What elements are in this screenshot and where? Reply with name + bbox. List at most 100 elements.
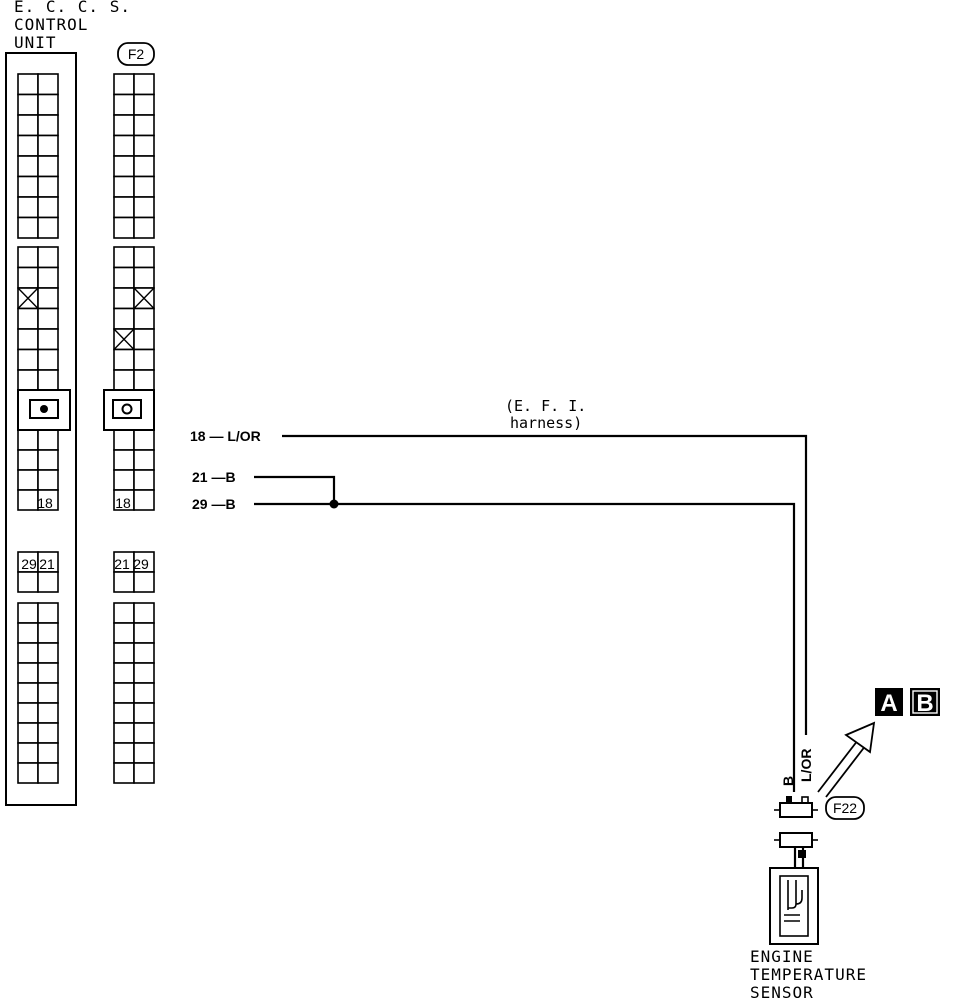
connector-cavity <box>113 622 135 644</box>
connector-cavity <box>113 307 135 330</box>
connector-cavity <box>113 571 135 593</box>
ecu-title: E. C. C. S. CONTROL UNIT <box>14 0 130 52</box>
connector-cavity <box>133 642 155 664</box>
sensor-title-line-1: ENGINE <box>750 947 814 966</box>
connector-cavity <box>133 702 155 724</box>
connector-cavity <box>113 702 135 724</box>
connector-cavity <box>37 489 59 511</box>
connector-cavity <box>133 762 155 784</box>
connector-cavity <box>113 134 135 157</box>
ecu-pin-29: 29 <box>21 556 37 572</box>
connector-cavity <box>17 155 39 178</box>
connector-cavity <box>17 571 39 593</box>
sensor-wire-b-label: B <box>780 776 796 786</box>
connector-cavity <box>133 622 155 644</box>
connector-cavity <box>133 216 155 239</box>
connector-cavity <box>17 469 39 491</box>
connector-cavity <box>133 93 155 116</box>
connector-cavity <box>133 449 155 471</box>
sensor-title: ENGINE TEMPERATURE SENSOR <box>750 947 867 1000</box>
wire-29-b <box>254 502 796 792</box>
connector-cavity <box>113 742 135 764</box>
connector-cavity <box>17 682 39 704</box>
connector-cavity <box>113 642 135 664</box>
connector-cavity <box>133 155 155 178</box>
splice-junction <box>329 499 339 509</box>
connector-cavity <box>113 196 135 219</box>
reference-badge-a: A <box>875 688 903 717</box>
connector-cavity <box>37 662 59 684</box>
connector-cavity <box>17 266 39 289</box>
connector-cavity <box>17 369 39 392</box>
connector-cavity <box>113 722 135 744</box>
connector-cavity <box>113 469 135 491</box>
sensor-title-line-2: TEMPERATURE <box>750 965 867 984</box>
connector-cavity <box>37 742 59 764</box>
connector-cavity <box>133 429 155 451</box>
connector-f22 <box>774 796 818 848</box>
connector-f2-tag: F2 <box>117 42 155 66</box>
f2-pin-18: 18 <box>115 495 131 511</box>
connector-cavity <box>133 682 155 704</box>
connector-cavity <box>113 155 135 178</box>
connector-cavity <box>113 287 135 310</box>
connector-cavity <box>17 348 39 371</box>
connector-cavity <box>133 469 155 491</box>
reference-arrow <box>817 721 876 798</box>
connector-cavity <box>113 682 135 704</box>
connector-cavity <box>113 429 135 451</box>
connector-cavity <box>133 602 155 624</box>
connector-cavity <box>37 369 59 392</box>
connector-cavity <box>37 348 59 371</box>
connector-cavity <box>17 73 39 96</box>
connector-cavity <box>113 73 135 96</box>
connector-cavity <box>113 348 135 371</box>
connector-cavity <box>133 489 155 511</box>
connector-cavity <box>37 449 59 471</box>
connector-cavity <box>37 469 59 491</box>
connector-cavity <box>37 175 59 198</box>
connector-cavity <box>17 449 39 471</box>
connector-cavity <box>17 175 39 198</box>
connector-cavity <box>133 662 155 684</box>
connector-cavity <box>113 114 135 137</box>
connector-cavity <box>113 93 135 116</box>
connector-cavity <box>17 742 39 764</box>
connector-cavity <box>37 134 59 157</box>
connector-cavity <box>113 216 135 239</box>
connector-cavity <box>17 489 39 511</box>
connector-cavity <box>17 196 39 219</box>
ecu-pin-21: 21 <box>39 556 55 572</box>
ecu-title-line-2: CONTROL <box>14 15 88 34</box>
connector-cavity <box>37 571 59 593</box>
connector-cavity <box>17 134 39 157</box>
connector-cavity <box>37 429 59 451</box>
connector-cavity <box>37 73 59 96</box>
connector-cavity <box>17 762 39 784</box>
connector-cavity <box>17 328 39 351</box>
wire-29-label: 29 —B <box>192 496 236 512</box>
connector-cavity <box>37 682 59 704</box>
ecu-connector-key <box>17 389 71 431</box>
connector-cavity <box>113 369 135 392</box>
engine-temperature-sensor-body <box>769 867 819 945</box>
ecu-pin-18: 18 <box>37 495 53 511</box>
sensor-wire-lor-label: L/OR <box>798 749 814 782</box>
harness-label-line-2: harness) <box>510 414 582 432</box>
connector-cavity <box>17 216 39 239</box>
connector-cavity <box>17 114 39 137</box>
f2-connector-grid <box>113 73 155 784</box>
connector-cavity <box>37 307 59 330</box>
connector-cavity <box>37 702 59 724</box>
connector-cavity <box>113 762 135 784</box>
connector-cavity <box>133 571 155 593</box>
connector-cavity <box>37 93 59 116</box>
connector-cavity <box>17 246 39 269</box>
sensor-title-line-3: SENSOR <box>750 983 814 1000</box>
f2-pin-21: 21 <box>114 556 130 572</box>
connector-cavity <box>37 155 59 178</box>
connector-cavity <box>17 429 39 451</box>
wire-21-label: 21 —B <box>192 469 236 485</box>
reference-badge-b: B <box>910 688 940 717</box>
connector-cavity <box>17 722 39 744</box>
